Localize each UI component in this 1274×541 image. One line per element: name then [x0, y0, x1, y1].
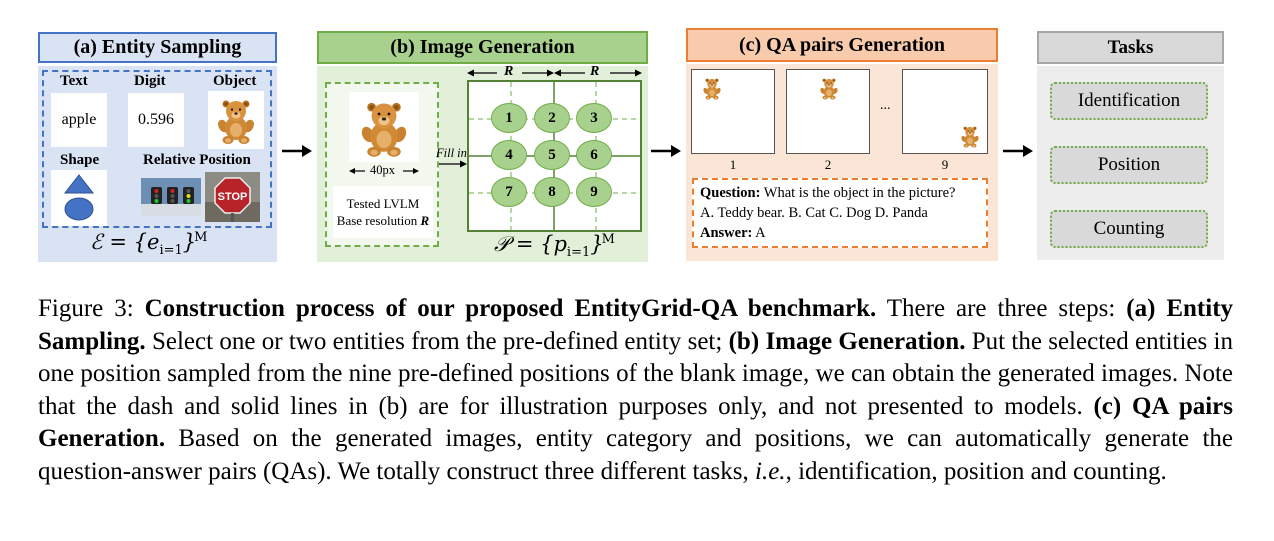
sample-entity-box [349, 92, 419, 162]
grid-cell-2: 2 [534, 103, 570, 133]
teddy-bear-icon [702, 78, 722, 100]
teddy-bear-icon [819, 78, 839, 100]
teddy-bear-icon [216, 100, 256, 144]
task-identification: Identification [1050, 82, 1208, 120]
resolution-arrows-icon [467, 69, 642, 77]
grid-cell-4: 4 [491, 140, 527, 170]
image-index-9: 9 [941, 157, 949, 172]
triangle-circle-icon [63, 174, 95, 221]
answer-line: Answer: A [700, 225, 766, 241]
resolution-label-right: R [590, 64, 600, 79]
size-label: 40px [370, 163, 395, 177]
qa-example-box: Question: What is the object in the pict… [692, 178, 988, 248]
text-entity-box: apple [51, 93, 107, 147]
digit-label: Digit [134, 73, 166, 89]
position-set-formula: 𝒫 = {pi=1}M [494, 232, 615, 261]
teddy-bear-icon [960, 126, 980, 148]
generated-image-2 [786, 69, 870, 154]
text-label: Text [60, 73, 88, 89]
resolution-label-left: R [504, 64, 514, 79]
grid-cell-6: 6 [576, 140, 612, 170]
figure-caption: Figure 3: Construction process of our pr… [38, 295, 1234, 485]
width-arrow-icon [349, 168, 419, 174]
object-entity-box [208, 91, 264, 149]
stop-sign-icon: STOP [205, 172, 260, 222]
grid-cell-1: 1 [491, 103, 527, 133]
teddy-bear-icon [359, 102, 409, 157]
entity-set-formula: ℰ = {ei=1}M [90, 230, 208, 259]
question-line: Question: What is the object in the pict… [700, 185, 956, 201]
qa-generation-title: (c) QA pairs Generation [686, 28, 998, 62]
stop-sign-text: STOP [218, 191, 248, 203]
generated-image-1 [691, 69, 775, 154]
grid-cell-9: 9 [576, 177, 612, 207]
task-counting: Counting [1050, 210, 1208, 248]
arrow-right-icon [651, 145, 681, 157]
tasks-title: Tasks [1037, 31, 1224, 64]
arrow-right-icon [1003, 145, 1033, 157]
object-label: Object [213, 73, 257, 89]
fill-in-label: Fill in [436, 146, 467, 160]
traffic-light-image [141, 178, 201, 216]
ellipsis: ... [880, 98, 891, 113]
image-index-1: 1 [729, 157, 737, 172]
text-entity-value: apple [61, 111, 97, 128]
digit-entity-value: 0.596 [138, 111, 174, 128]
entity-set-dashed-box [42, 70, 272, 228]
shape-label: Shape [60, 152, 100, 168]
image-index-2: 2 [824, 157, 832, 172]
grid-cell-7: 7 [491, 177, 527, 207]
grid-cell-8: 8 [534, 177, 570, 207]
generated-image-9 [902, 69, 988, 154]
options-line: A. Teddy bear. B. Cat C. Dog D. Panda [700, 205, 928, 221]
lvlm-line1: Tested LVLM [346, 196, 420, 211]
lvlm-line2: Base resolution R [336, 213, 430, 228]
lvlm-info-box: Tested LVLM Base resolution R [333, 186, 433, 238]
arrow-right-icon [282, 145, 312, 157]
image-generation-title: (b) Image Generation [317, 31, 648, 64]
grid-cell-5: 5 [534, 140, 570, 170]
stop-sign-image: STOP [205, 172, 260, 222]
fill-in-arrow-icon [439, 160, 467, 168]
digit-entity-box: 0.596 [128, 93, 184, 147]
relative-position-label: Relative Position [143, 152, 251, 168]
grid-cell-3: 3 [576, 103, 612, 133]
traffic-light-icon [141, 178, 201, 216]
task-position: Position [1050, 146, 1208, 184]
entity-sampling-title: (a) Entity Sampling [38, 32, 277, 63]
shape-entity-box [51, 170, 107, 226]
